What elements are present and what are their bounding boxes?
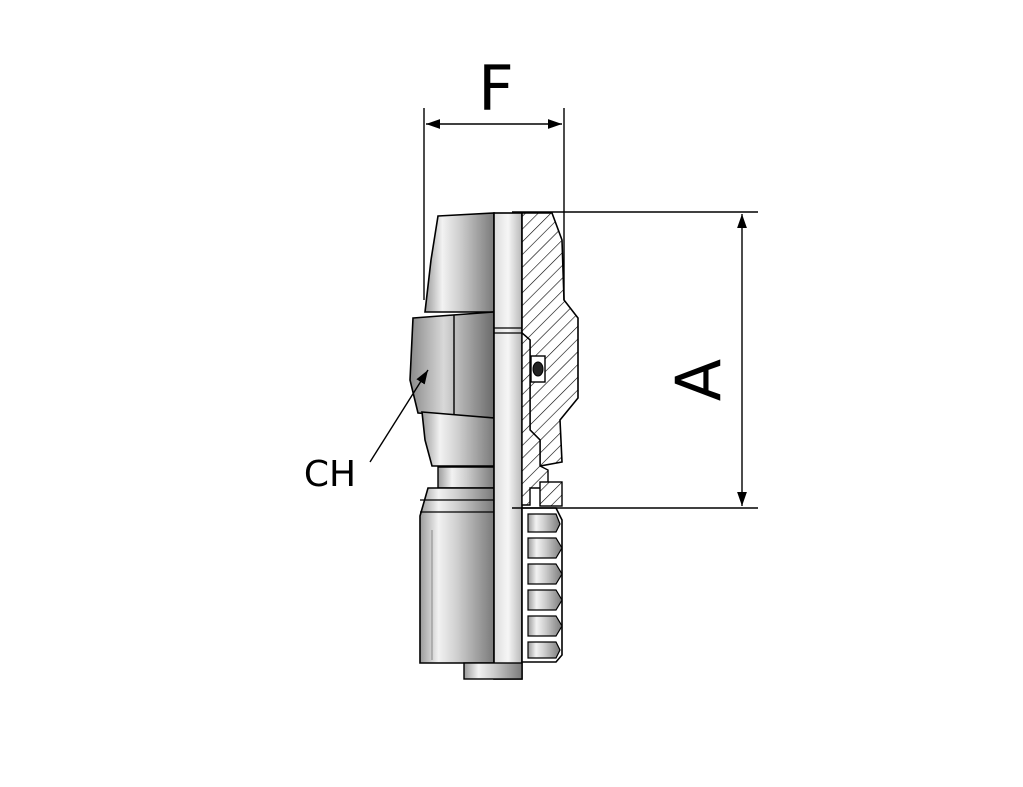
sleeve-teeth xyxy=(527,513,563,659)
swivel-nut xyxy=(409,212,495,489)
crimp-sleeve xyxy=(419,487,495,664)
hex-callout-label: CH xyxy=(304,454,356,495)
hex-callout: CH xyxy=(304,369,429,495)
dimension-a: A xyxy=(512,211,758,509)
dimension-f-label: F xyxy=(478,52,514,125)
stem-tube xyxy=(463,212,523,680)
dimension-a-label: A xyxy=(662,359,735,401)
dimension-f: F xyxy=(423,52,565,300)
section-view xyxy=(521,212,579,663)
